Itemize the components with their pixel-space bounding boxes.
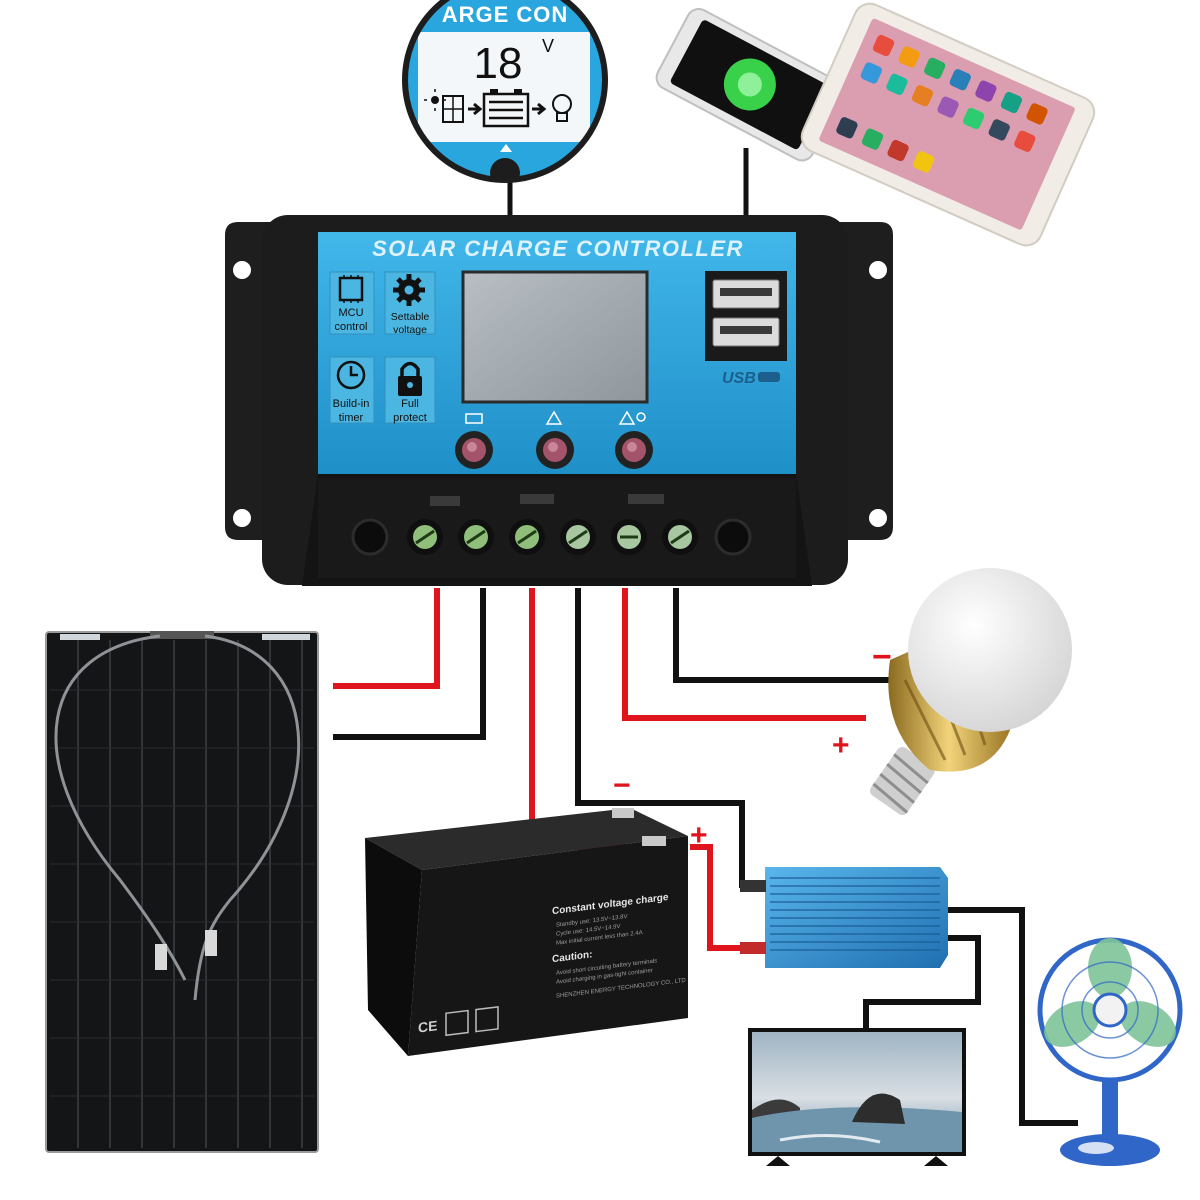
battery-terminal-positive <box>642 836 666 846</box>
feature-label-line2: voltage <box>393 324 427 336</box>
inverter <box>740 867 948 968</box>
feature-build-in-timer: Build-in timer <box>330 357 374 424</box>
panel-label-strip <box>60 634 100 640</box>
mount-hole <box>233 261 251 279</box>
screw-hole <box>716 520 750 554</box>
electric-fan <box>1036 938 1184 1166</box>
fan-hub <box>1094 994 1126 1026</box>
solar-negative-wire <box>333 588 483 737</box>
mc4-connector <box>205 930 217 956</box>
tablet <box>797 0 1100 251</box>
screw-hole <box>353 520 387 554</box>
feature-label-line2: protect <box>393 412 427 424</box>
down-button[interactable] <box>536 431 574 469</box>
feature-label-line1: Build-in <box>333 398 370 410</box>
ce-mark: CE <box>418 1017 437 1035</box>
feature-label-line1: Full <box>401 398 419 410</box>
terminal-screw[interactable] <box>662 519 698 555</box>
battery-terminal-negative <box>612 808 634 818</box>
up-button[interactable] <box>615 431 653 469</box>
feature-full-protect: Full protect <box>385 357 435 424</box>
feature-label-line2: timer <box>339 412 364 424</box>
feature-label-line1: Settable <box>391 311 430 323</box>
solar-charge-controller: SOLAR CHARGE CONTROLLER MCU control <box>225 215 893 586</box>
television <box>748 1028 966 1166</box>
mc4-connector <box>155 944 167 970</box>
battery-minus-sign: − <box>613 769 631 802</box>
feature-mcu-control: MCU control <box>330 272 374 334</box>
panel-label-strip <box>262 634 310 640</box>
load-negative-wire <box>676 588 890 680</box>
bulb-glass <box>908 568 1072 732</box>
battery-plus-sign: + <box>690 819 708 852</box>
battery: − + Constant voltage charge Standby use:… <box>365 769 708 1056</box>
lcd-screen <box>463 272 647 402</box>
lcd-voltage-unit: V <box>542 36 554 56</box>
mount-hole <box>869 261 887 279</box>
load-positive-wire <box>625 588 866 718</box>
tv-leg <box>924 1156 948 1166</box>
mount-hole <box>233 509 251 527</box>
terminal-screw[interactable] <box>509 519 545 555</box>
terminal-screw[interactable] <box>458 519 494 555</box>
terminal-screw[interactable] <box>407 519 443 555</box>
terminal-screw[interactable] <box>611 519 647 555</box>
terminal-screw[interactable] <box>560 519 596 555</box>
feature-settable-voltage: Settable voltage <box>385 272 435 336</box>
solar-panel <box>46 631 318 1152</box>
feature-label-line2: control <box>334 321 367 333</box>
menu-button[interactable] <box>455 431 493 469</box>
light-bulb: − + <box>832 568 1072 817</box>
controller-title: SOLAR CHARGE CONTROLLER <box>372 236 744 261</box>
feature-label-line1: MCU <box>338 307 363 319</box>
inverter-positive-wire <box>690 847 762 948</box>
bulb-minus-sign: − <box>872 638 892 676</box>
lcd-zoom-header: ARGE CON <box>442 2 569 27</box>
usb-label: USB <box>722 370 756 387</box>
lcd-voltage-value: 18 <box>474 39 523 88</box>
lcd-zoom-inset: ARGE CON 18 V <box>400 0 610 188</box>
tv-leg <box>766 1156 790 1166</box>
solar-positive-wire <box>333 588 437 686</box>
bulb-plus-sign: + <box>832 729 850 762</box>
mount-hole <box>869 509 887 527</box>
